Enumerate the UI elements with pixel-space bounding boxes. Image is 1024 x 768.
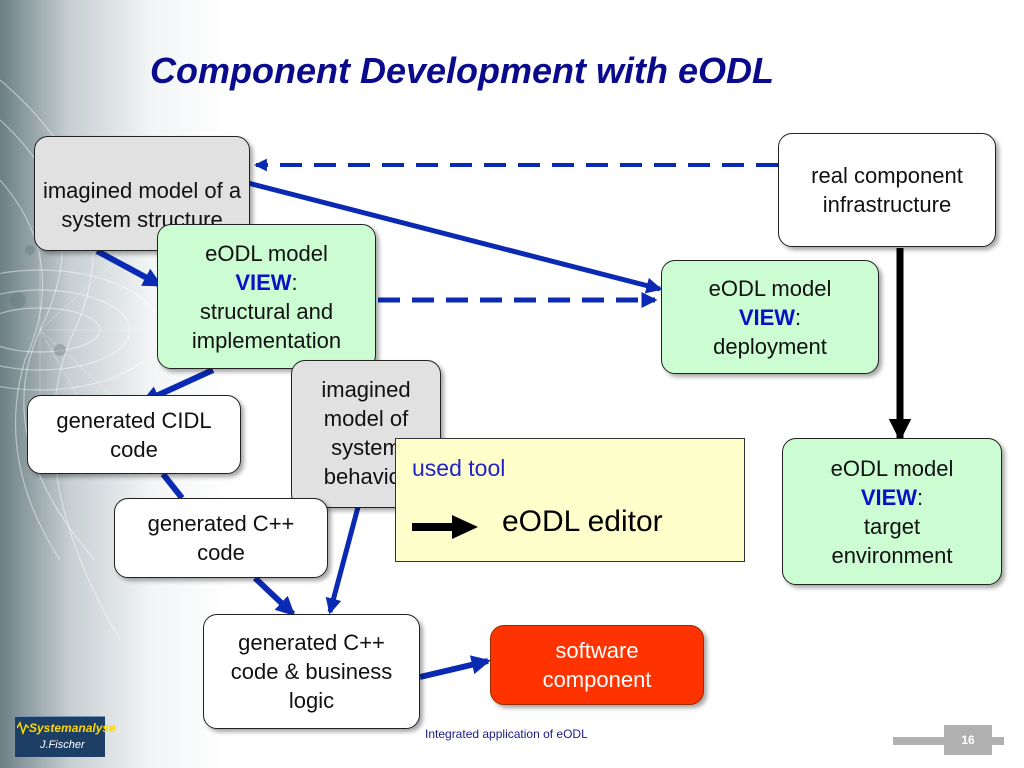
real-infrastructure-box: real component infrastructure: [778, 133, 996, 247]
arrow-structure-to-structural-view: [95, 248, 163, 288]
view-target-desc: target environment: [831, 513, 953, 568]
right-arrow-icon: [412, 515, 478, 539]
arrow-behavior-to-business-logic: [325, 506, 361, 615]
view-keyword: VIEW: [235, 269, 292, 295]
arrow-cidl-to-cpp: [160, 472, 185, 500]
generated-cidl-label: generated CIDL code: [56, 407, 212, 462]
view-structural-desc: structural and implementation: [191, 298, 342, 353]
arrow-cpp-to-business-logic: [252, 575, 296, 617]
view-target-model-label: eODL model: [830, 455, 954, 481]
systemanalyse-logo: Systemanalyse J.Fischer: [15, 716, 116, 757]
page-number-bar-tail: [990, 737, 1004, 745]
imagined-structure-label: imagined model of a system structure: [42, 177, 242, 232]
slide-title: Component Development with eODL: [150, 50, 775, 91]
arrow-business-logic-to-software-component: [419, 655, 491, 680]
view-target-box: eODL model VIEW: target environment: [782, 438, 1002, 585]
view-keyword: VIEW: [860, 484, 918, 510]
arrow-structure-to-deployment: [247, 180, 663, 294]
view-structural-model-label: eODL model: [205, 240, 328, 266]
used-tool-label: used tool: [412, 455, 506, 481]
generated-cpp-label: generated C++ code: [147, 511, 295, 565]
view-colon: :: [795, 304, 802, 330]
view-colon: :: [291, 269, 298, 295]
imagined-behavior-label: imagined model of system behavior: [321, 377, 411, 489]
view-keyword: VIEW: [738, 304, 796, 330]
view-deployment-desc: deployment: [713, 333, 827, 359]
logo-wave-icon: [17, 721, 29, 735]
used-tool-panel: used tool eODL editor: [395, 438, 745, 562]
generated-business-logic-box: generated C++ code & business logic: [203, 614, 420, 729]
logo-text: Systemanalyse: [29, 721, 116, 735]
view-structural-box: eODL model VIEW: structural and implemen…: [157, 224, 376, 369]
page-number: 16: [944, 725, 992, 755]
generated-cidl-box: generated CIDL code: [27, 395, 241, 474]
tool-name: eODL editor: [502, 505, 663, 538]
view-deployment-box: eODL model VIEW: deployment: [661, 260, 879, 374]
view-colon: :: [917, 484, 924, 510]
software-component-box: software component: [490, 625, 704, 705]
real-infrastructure-label: real component infrastructure: [811, 163, 963, 217]
view-deployment-model-label: eODL model: [708, 275, 832, 301]
generated-cpp-box: generated C++ code: [114, 498, 328, 578]
author-label: J.Fischer: [40, 739, 85, 751]
page-number-bar: [893, 737, 950, 745]
footer-caption: Integrated application of eODL: [425, 727, 588, 741]
software-component-label: software component: [542, 638, 652, 692]
generated-business-logic-label: generated C++ code & business logic: [230, 630, 393, 713]
